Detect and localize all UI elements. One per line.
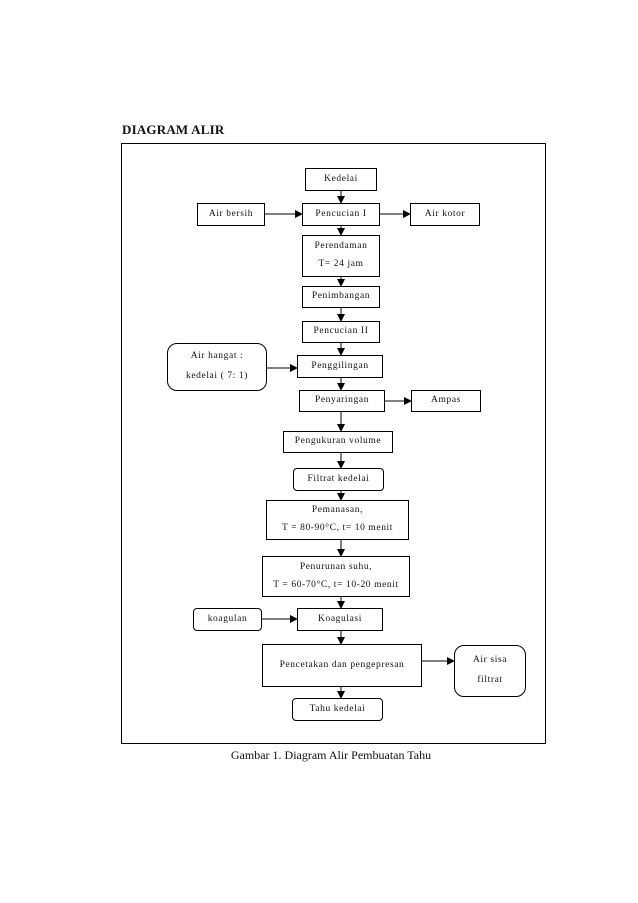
node-pencucian-1: Pencucian I [302,203,380,226]
node-pengukuran-volume: Pengukuran volume [283,431,393,453]
node-ampas: Ampas [411,390,481,412]
node-penurunan-suhu: Penurunan suhu, T = 60-70°C, t= 10-20 me… [262,556,410,597]
node-pencetakan: Pencetakan dan pengepresan [262,644,422,687]
node-perendaman: Perendaman T= 24 jam [302,235,380,277]
diagram-heading: DIAGRAM ALIR [122,122,225,137]
node-koagulasi: Koagulasi [297,608,383,631]
node-koagulan: koagulan [193,608,262,631]
node-air-kotor: Air kotor [410,203,480,226]
node-pemanasan: Pemanasan, T = 80-90°C, t= 10 menit [266,500,409,540]
node-pencucian-2: Pencucian II [302,321,380,343]
node-air-hangat: Air hangat : kedelai ( 7: 1) [167,343,267,391]
node-tahu-kedelai: Tahu kedelai [292,698,383,721]
figure-caption-text: Gambar 1. Diagram Alir Pembuatan Tahu [230,748,432,762]
figure-caption: Gambar 1. Diagram Alir Pembuatan Tahu [0,748,638,763]
diagram-frame [121,143,546,744]
node-kedelai: Kedelai [305,168,377,191]
node-air-sisa-filtrat: Air sisa filtrat [454,645,526,697]
node-penggilingan: Penggilingan [297,355,383,378]
node-penimbangan: Penimbangan [302,286,380,308]
node-penyaringan: Penyaringan [299,390,385,412]
node-filtrat-kedelai: Filtrat kedelai [293,468,384,491]
node-air-bersih: Air bersih [197,203,265,226]
